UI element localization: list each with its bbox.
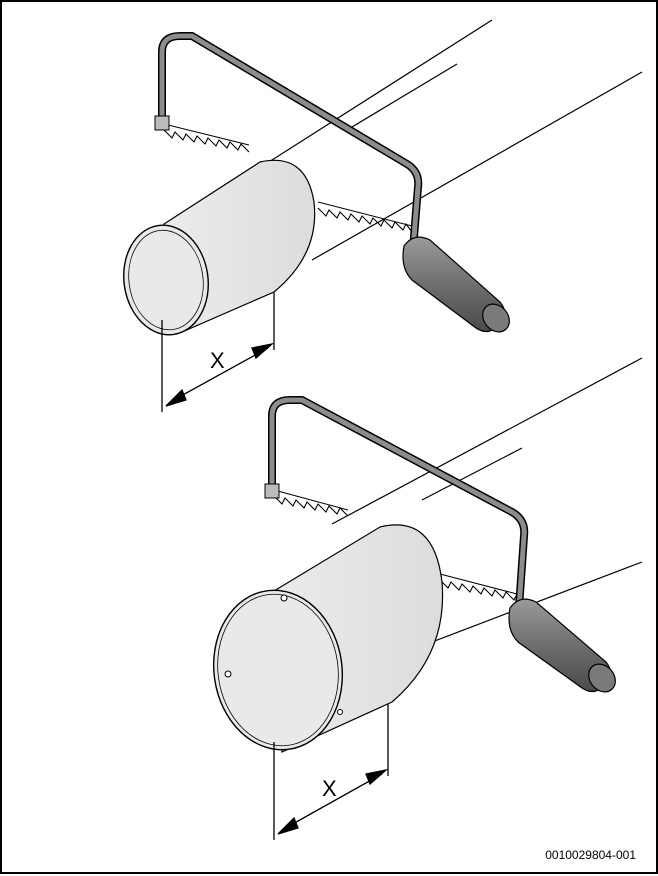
reference-code: 0010029804-001 — [545, 848, 636, 862]
bottom-dimension — [273, 704, 389, 840]
sleeve-icon — [123, 159, 316, 336]
bottom-dimension-label: X — [322, 776, 337, 801]
bottom-assembly: X — [212, 357, 643, 840]
top-dimension — [161, 292, 275, 412]
top-assembly: X — [123, 19, 643, 412]
pipe-icon — [331, 357, 643, 643]
pipe-icon — [249, 19, 643, 261]
hacksaw-icon — [264, 396, 616, 693]
top-dimension-label: X — [210, 348, 225, 373]
hacksaw-icon — [154, 32, 510, 333]
sleeve-icon — [212, 524, 444, 753]
